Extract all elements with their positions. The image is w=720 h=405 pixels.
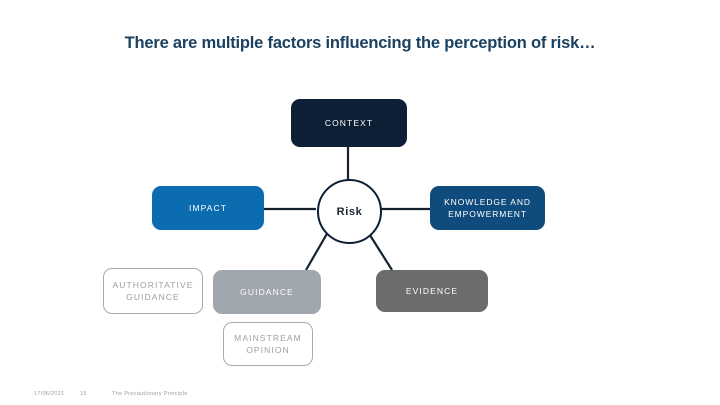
footer-page-number: 15 — [80, 391, 87, 397]
node-label-knowledge-and-empowerment: KNOWLEDGE AND EMPOWERMENT — [444, 196, 531, 219]
diagram-node-mainstream-opinion[interactable]: MAINSTREAM OPINION — [223, 322, 313, 366]
node-label-evidence: EVIDENCE — [405, 285, 459, 296]
diagram-node-impact[interactable]: IMPACT — [152, 186, 264, 230]
node-label-mainstream-opinion: MAINSTREAM OPINION — [234, 332, 302, 355]
node-label-context: CONTEXT — [324, 117, 374, 128]
diagram-node-risk-center[interactable]: Risk — [317, 179, 382, 244]
node-label-authoritative-guidance: AUTHORITATIVE GUIDANCE — [112, 279, 194, 302]
node-label-impact: IMPACT — [188, 202, 228, 213]
diagram-node-context[interactable]: CONTEXT — [291, 99, 407, 147]
diagram-node-evidence[interactable]: EVIDENCE — [376, 270, 488, 312]
node-label-guidance: GUIDANCE — [240, 286, 294, 297]
slide-footer: 17/06/2021 15 The Precautionary Principl… — [34, 391, 187, 397]
diagram-node-guidance[interactable]: GUIDANCE — [213, 270, 321, 314]
footer-date: 17/06/2021 — [34, 391, 65, 397]
connector-risk-to-evidence — [367, 231, 393, 271]
footer-note: The Precautionary Principle — [112, 391, 188, 397]
slide-title: There are multiple factors influencing t… — [124, 34, 596, 52]
diagram-node-authoritative-guidance[interactable]: AUTHORITATIVE GUIDANCE — [103, 268, 203, 314]
diagram-node-knowledge-and-empowerment[interactable]: KNOWLEDGE AND EMPOWERMENT — [430, 186, 545, 230]
node-label-risk: Risk — [336, 205, 363, 218]
connector-risk-to-guidance — [305, 231, 329, 271]
